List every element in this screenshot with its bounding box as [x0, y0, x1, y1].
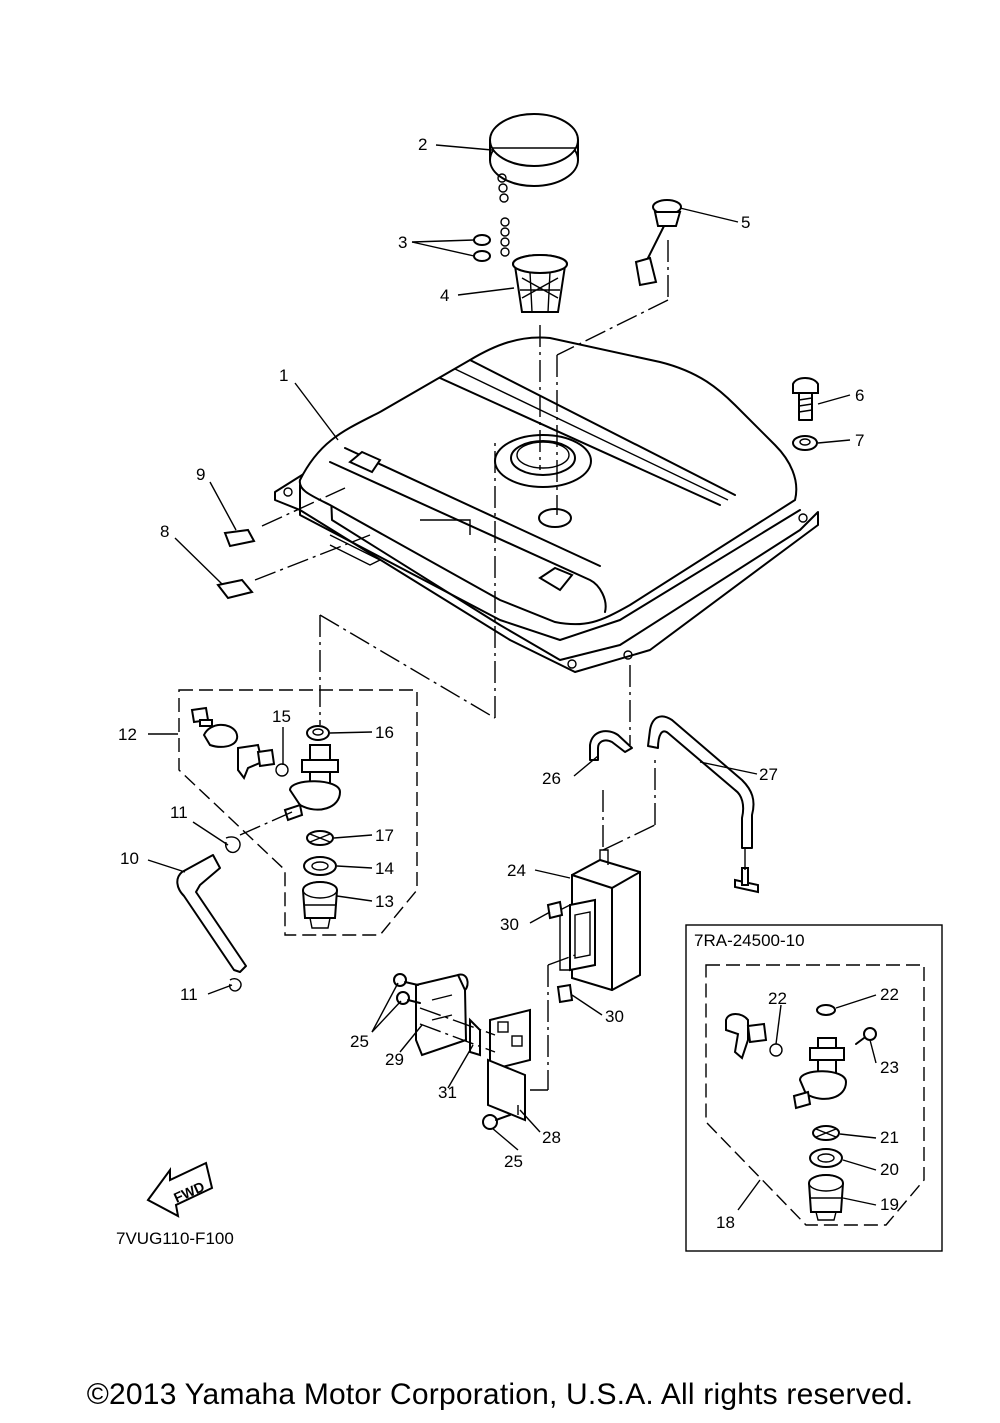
callout-22-left: 22 [768, 989, 787, 1008]
callout-18: 18 [716, 1213, 735, 1232]
callout-labels: 2 3 4 5 1 6 7 9 8 12 15 16 11 10 17 14 1… [118, 135, 899, 1232]
callout-27: 27 [759, 765, 778, 784]
damper-8 [216, 578, 254, 600]
callout-14: 14 [375, 859, 394, 878]
callout-2: 2 [418, 135, 427, 154]
callout-24: 24 [507, 861, 526, 880]
callout-9: 9 [196, 465, 205, 484]
callout-12: 12 [118, 725, 137, 744]
copyright-notice: ©2013 Yamaha Motor Corporation, U.S.A. A… [86, 1378, 914, 1411]
callout-4: 4 [440, 286, 449, 305]
gasket-14 [303, 856, 337, 876]
washer-7 [792, 435, 818, 451]
filter-17 [306, 830, 334, 846]
callout-30-lower: 30 [605, 1007, 624, 1026]
bolt-6 [792, 377, 819, 421]
fuel-gauge [634, 199, 682, 287]
cup-13 [302, 881, 338, 929]
kit-label: 7RA-24500-10 [694, 931, 805, 950]
callout-10: 10 [120, 849, 139, 868]
kit-cup-19 [808, 1174, 844, 1221]
bracket-28 [487, 1008, 531, 1122]
callout-20: 20 [880, 1160, 899, 1179]
filler-cap [489, 113, 579, 257]
callout-25-bottom: 25 [504, 1152, 523, 1171]
kit-fuel-cock [725, 1004, 848, 1110]
callout-6: 6 [855, 386, 864, 405]
diagram-code: 7VUG110-F100 [116, 1229, 234, 1248]
gasket-upper [473, 234, 491, 246]
fuel-hose [176, 854, 247, 973]
kit-filter-21 [812, 1125, 840, 1141]
callout-22-right: 22 [880, 985, 899, 1004]
clip-30-upper [546, 900, 564, 920]
leader-lines [147, 144, 877, 1211]
callout-3: 3 [398, 233, 407, 252]
screw-25-c [482, 1114, 511, 1130]
kit-box [685, 924, 943, 1252]
bracket-29 [415, 973, 469, 1057]
center-lines [239, 240, 746, 1115]
callout-28: 28 [542, 1128, 561, 1147]
bracket-31 [469, 1017, 481, 1057]
callout-15: 15 [272, 707, 291, 726]
callout-5: 5 [741, 213, 750, 232]
fwd-arrow-icon: FWD [146, 1161, 214, 1218]
gasket-lower [473, 250, 491, 262]
callout-25-left: 25 [350, 1032, 369, 1051]
clip-30-lower [556, 983, 574, 1004]
callout-29: 29 [385, 1050, 404, 1069]
washer-16 [306, 725, 330, 741]
hose-26 [589, 730, 633, 761]
screw-25-b [396, 991, 421, 1005]
callout-11-upper: 11 [170, 803, 188, 822]
filler-strainer [512, 254, 568, 313]
callout-23: 23 [880, 1058, 899, 1077]
fuel-tank [274, 336, 819, 673]
fuel-cock [190, 706, 342, 822]
canister [559, 849, 641, 992]
screw-25-a [393, 973, 419, 987]
kit-screw-23 [855, 1027, 877, 1045]
callout-21: 21 [880, 1128, 899, 1147]
clip-lower [228, 978, 242, 992]
clip-upper [224, 836, 241, 854]
hose-27 [647, 715, 755, 849]
callout-1: 1 [279, 366, 288, 385]
callout-8: 8 [160, 522, 169, 541]
kit-gasket-20 [809, 1148, 843, 1168]
callout-31: 31 [438, 1083, 457, 1102]
callout-13: 13 [375, 892, 394, 911]
kit-group-outline [705, 964, 925, 1226]
callout-30-upper: 30 [500, 915, 519, 934]
o-ring-15 [275, 763, 289, 777]
damper-9 [223, 528, 256, 548]
callout-26: 26 [542, 769, 561, 788]
callout-19: 19 [880, 1195, 899, 1214]
callout-16: 16 [375, 723, 394, 742]
callout-17: 17 [375, 826, 394, 845]
callout-11-lower: 11 [180, 985, 198, 1004]
callout-7: 7 [855, 431, 864, 450]
tee-joint [734, 867, 759, 894]
